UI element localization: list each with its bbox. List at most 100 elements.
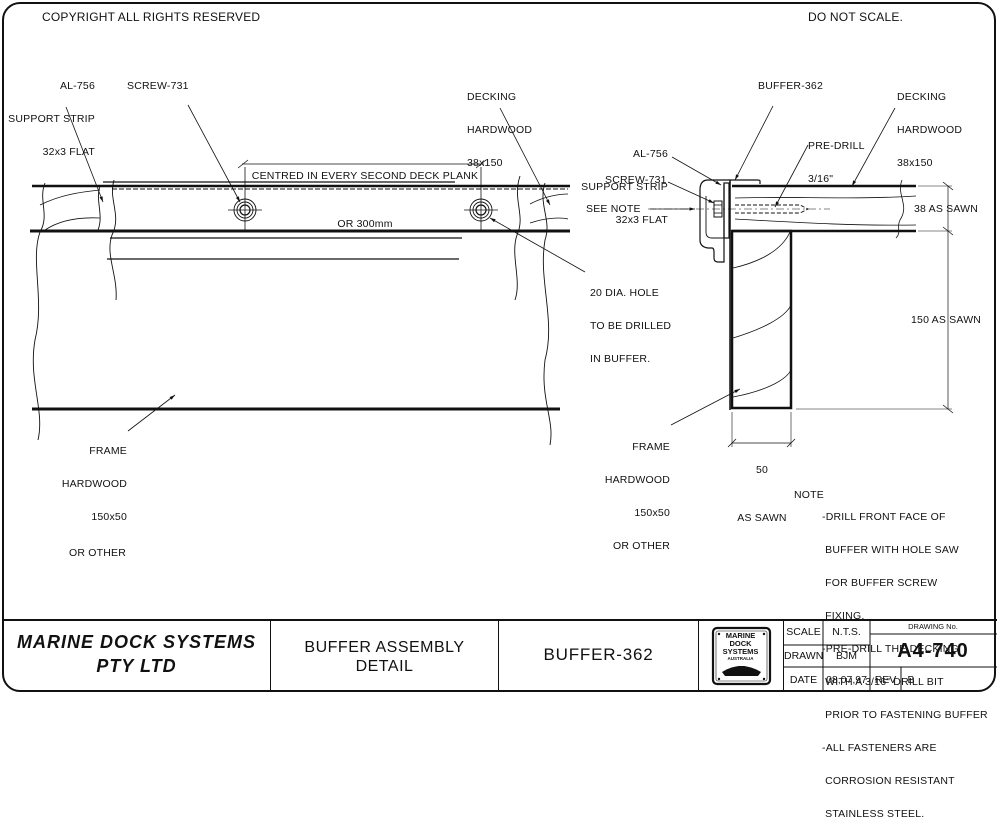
label-line: CENTRED IN EVERY SECOND DECK PLANK (251, 170, 479, 182)
label-line: PRE-DRILL (808, 140, 865, 152)
scale-label: SCALE (786, 626, 821, 638)
leader-screw (187, 104, 241, 203)
note-line: FIXING. (822, 610, 865, 622)
section-buffer (699, 179, 761, 263)
label-line: 38x150 (467, 157, 503, 169)
plan-support-strip-label: AL-756 SUPPORT STRIP 32x3 FLAT (0, 59, 95, 169)
wood-grain-right-1 (529, 193, 569, 205)
note-line: PRIOR TO FASTENING BUFFER (822, 709, 988, 721)
title-block-part: BUFFER-362 (499, 620, 699, 690)
title-block-company: MARINE DOCK SYSTEMS PTY LTD (3, 620, 271, 690)
break-line-right-inner (514, 175, 521, 301)
label-line: 38x150 (897, 157, 933, 169)
section-decking-break (895, 179, 905, 239)
label-line: IN BUFFER. (590, 353, 651, 365)
part-number: BUFFER-362 (543, 645, 654, 664)
company-name-line: MARINE DOCK SYSTEMS (16, 632, 257, 652)
logo-line: DOCK (729, 639, 752, 648)
drawn-label: DRAWN (784, 650, 824, 662)
date-value: 08,07,97 (826, 674, 867, 686)
note-line: CORROSION RESISTANT (822, 775, 955, 787)
section-frame (730, 229, 793, 410)
company-name-line: PTY LTD (96, 656, 177, 676)
label-line: 32x3 FLAT (615, 214, 668, 226)
section-decking-grain-2 (734, 218, 917, 226)
title-block-logo: MARINE DOCK SYSTEMS AUSTRALIA (699, 620, 784, 690)
break-line-mid (97, 185, 101, 231)
date-label: DATE (789, 674, 818, 686)
section-view (648, 105, 954, 448)
note-line: -ALL FASTENERS ARE (822, 742, 937, 754)
label-line: DECKING (467, 91, 517, 103)
label-line: FRAME (632, 441, 670, 453)
label-line: DECKING (897, 91, 947, 103)
scale-value: N.T.S. (832, 626, 861, 638)
leader-section-predrill (774, 144, 809, 208)
screw-hole-right (464, 167, 498, 232)
leader-section-support (671, 156, 722, 186)
drawing-title-line: BUFFER ASSEMBLY (304, 639, 465, 656)
label-line: HARDWOOD (61, 478, 127, 490)
drawn-value: BJM (836, 650, 857, 662)
label-line: TO BE DRILLED (590, 320, 672, 332)
label-line: OR OTHER (69, 547, 127, 559)
label-line: HARDWOOD (467, 124, 533, 136)
drawing-no-label: DRAWING No. (908, 622, 958, 631)
company-logo (711, 626, 772, 686)
label-line: FRAME (89, 445, 127, 457)
note-line: -PRE-DRILL THE DECKING (822, 643, 959, 655)
label-line: 20 DIA. HOLE (590, 287, 659, 299)
wood-grain-left-1 (39, 189, 101, 206)
label-line: 150x50 (634, 507, 670, 519)
leader-section-buffer (734, 105, 774, 181)
technical-drawing (3, 104, 997, 692)
break-line-left-inner (109, 179, 117, 301)
company-name: MARINE DOCK SYSTEMS PTY LTD (3, 630, 270, 678)
leader-section-screw (667, 181, 715, 204)
section-frame-label: FRAME HARDWOOD 150x50 OR OTHER (580, 420, 670, 563)
section-buffer-label: BUFFER-362 (758, 80, 824, 92)
note-line: -DRILL FRONT FACE OF (822, 511, 946, 523)
label-line: AL-756 (632, 148, 668, 160)
label-line: AS SAWN (737, 512, 787, 524)
note-line: FOR BUFFER SCREW (822, 577, 938, 589)
drawing-title: BUFFER ASSEMBLY DETAIL (271, 638, 498, 676)
label-line: 150x50 (91, 511, 127, 523)
label-line: OR OTHER (612, 540, 670, 552)
leader-hole (489, 217, 586, 273)
leader-support-strip (65, 106, 104, 203)
plan-decking-label: DECKING HARDWOOD 38x150 (467, 70, 532, 180)
logo-line: MARINE (725, 631, 756, 640)
section-support-strip-label: AL-756 SUPPORT STRIP 32x3 FLAT (560, 127, 668, 237)
plan-spacing-label: CENTRED IN EVERY SECOND DECK PLANK OR 30… (230, 136, 500, 248)
notes-prefix: NOTE (794, 489, 824, 501)
copyright-notice: COPYRIGHT ALL RIGHTS RESERVED (42, 10, 261, 24)
label-line: HARDWOOD (897, 124, 963, 136)
note-line: BUFFER WITH HOLE SAW (822, 544, 959, 556)
drawing-sheet-border (2, 2, 996, 692)
dim-decking-height: 38 AS SAWN (914, 203, 979, 215)
plan-screw-label: SCREW-731 (127, 80, 189, 92)
leader-decking (499, 107, 551, 206)
label-line: HARDWOOD (604, 474, 670, 486)
rev-label: REV (874, 674, 897, 686)
wood-grain-left-2 (44, 217, 101, 231)
note-line: WITH A 3/16" DRILL BIT (822, 676, 944, 688)
dim-frame-width: 50 AS SAWN (722, 430, 802, 542)
section-predrill-label: PRE-DRILL 3/16" (808, 119, 865, 196)
note-line: STAINLESS STEEL. (822, 808, 925, 820)
dim-frame-height: 150 AS SAWN (911, 314, 982, 326)
rev-value: B (907, 674, 915, 686)
label-line: AL-756 (59, 80, 95, 92)
scale-warning: DO NOT SCALE. (808, 10, 904, 24)
section-frame-grain-2 (732, 304, 792, 339)
label-line: SUPPORT STRIP (581, 181, 668, 193)
section-support-strip (723, 182, 730, 239)
logo-text: MARINE DOCK SYSTEMS AUSTRALIA (715, 631, 766, 662)
drawing-title-line: DETAIL (355, 658, 414, 675)
logo-line: SYSTEMS (722, 647, 759, 656)
break-line-right-outer (542, 182, 552, 446)
see-note-label: SEE NOTE (586, 203, 641, 215)
leader-section-decking (851, 107, 896, 187)
label-line: 50 (755, 464, 769, 476)
